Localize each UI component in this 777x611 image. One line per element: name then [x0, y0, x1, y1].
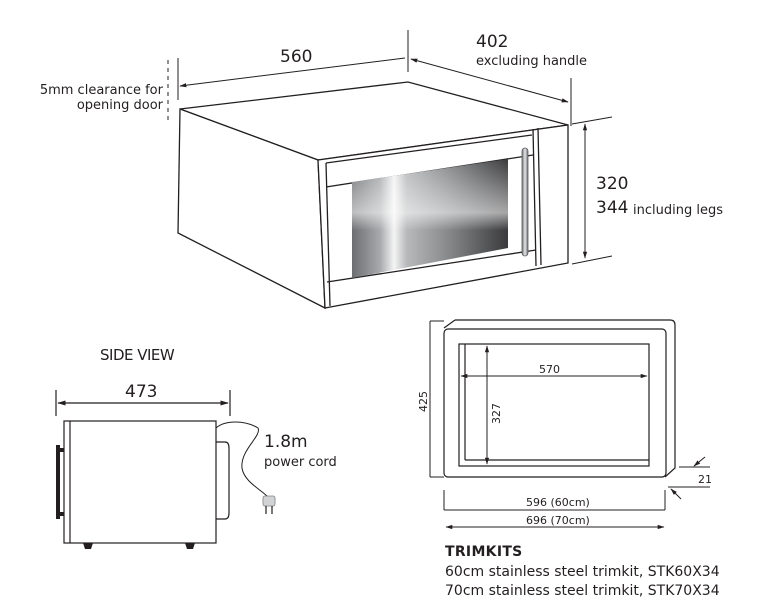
trimkit-item-70: 70cm stainless steel trimkit, STK70X34 — [445, 583, 720, 599]
trim-inner-width: 570 — [539, 363, 560, 376]
trim-width-60: 596 (60cm) — [526, 496, 590, 509]
depth-dimension: 402 — [476, 32, 509, 52]
depth-note: excluding handle — [476, 54, 588, 69]
height-with-legs-dimension: 344 — [596, 198, 629, 218]
front-dimension-lines — [167, 30, 613, 265]
trim-inner-height: 327 — [490, 403, 503, 424]
microwave-isometric — [177, 81, 569, 310]
trimkits-title: TRIMKITS — [445, 544, 523, 560]
trim-frame-depth: 21 — [698, 473, 712, 486]
trim-outer-height: 425 — [417, 391, 430, 412]
trimkit-item-60: 60cm stainless steel trimkit, STK60X34 — [445, 564, 720, 580]
clearance-note-line2: opening door — [76, 98, 163, 113]
trim-width-70: 696 (70cm) — [526, 514, 590, 527]
cord-length: 1.8m — [264, 432, 308, 452]
height-with-legs-note: including legs — [633, 203, 723, 218]
height-dimension: 320 — [596, 174, 629, 194]
clearance-note-line1: 5mm clearance for — [39, 83, 163, 98]
cord-label: power cord — [264, 455, 337, 470]
side-view-title: SIDE VIEW — [100, 346, 175, 364]
trimkit-drawing — [429, 319, 710, 530]
width-dimension: 560 — [280, 47, 313, 67]
side-depth-dimension: 473 — [125, 382, 158, 402]
microwave-side-view — [55, 390, 276, 549]
